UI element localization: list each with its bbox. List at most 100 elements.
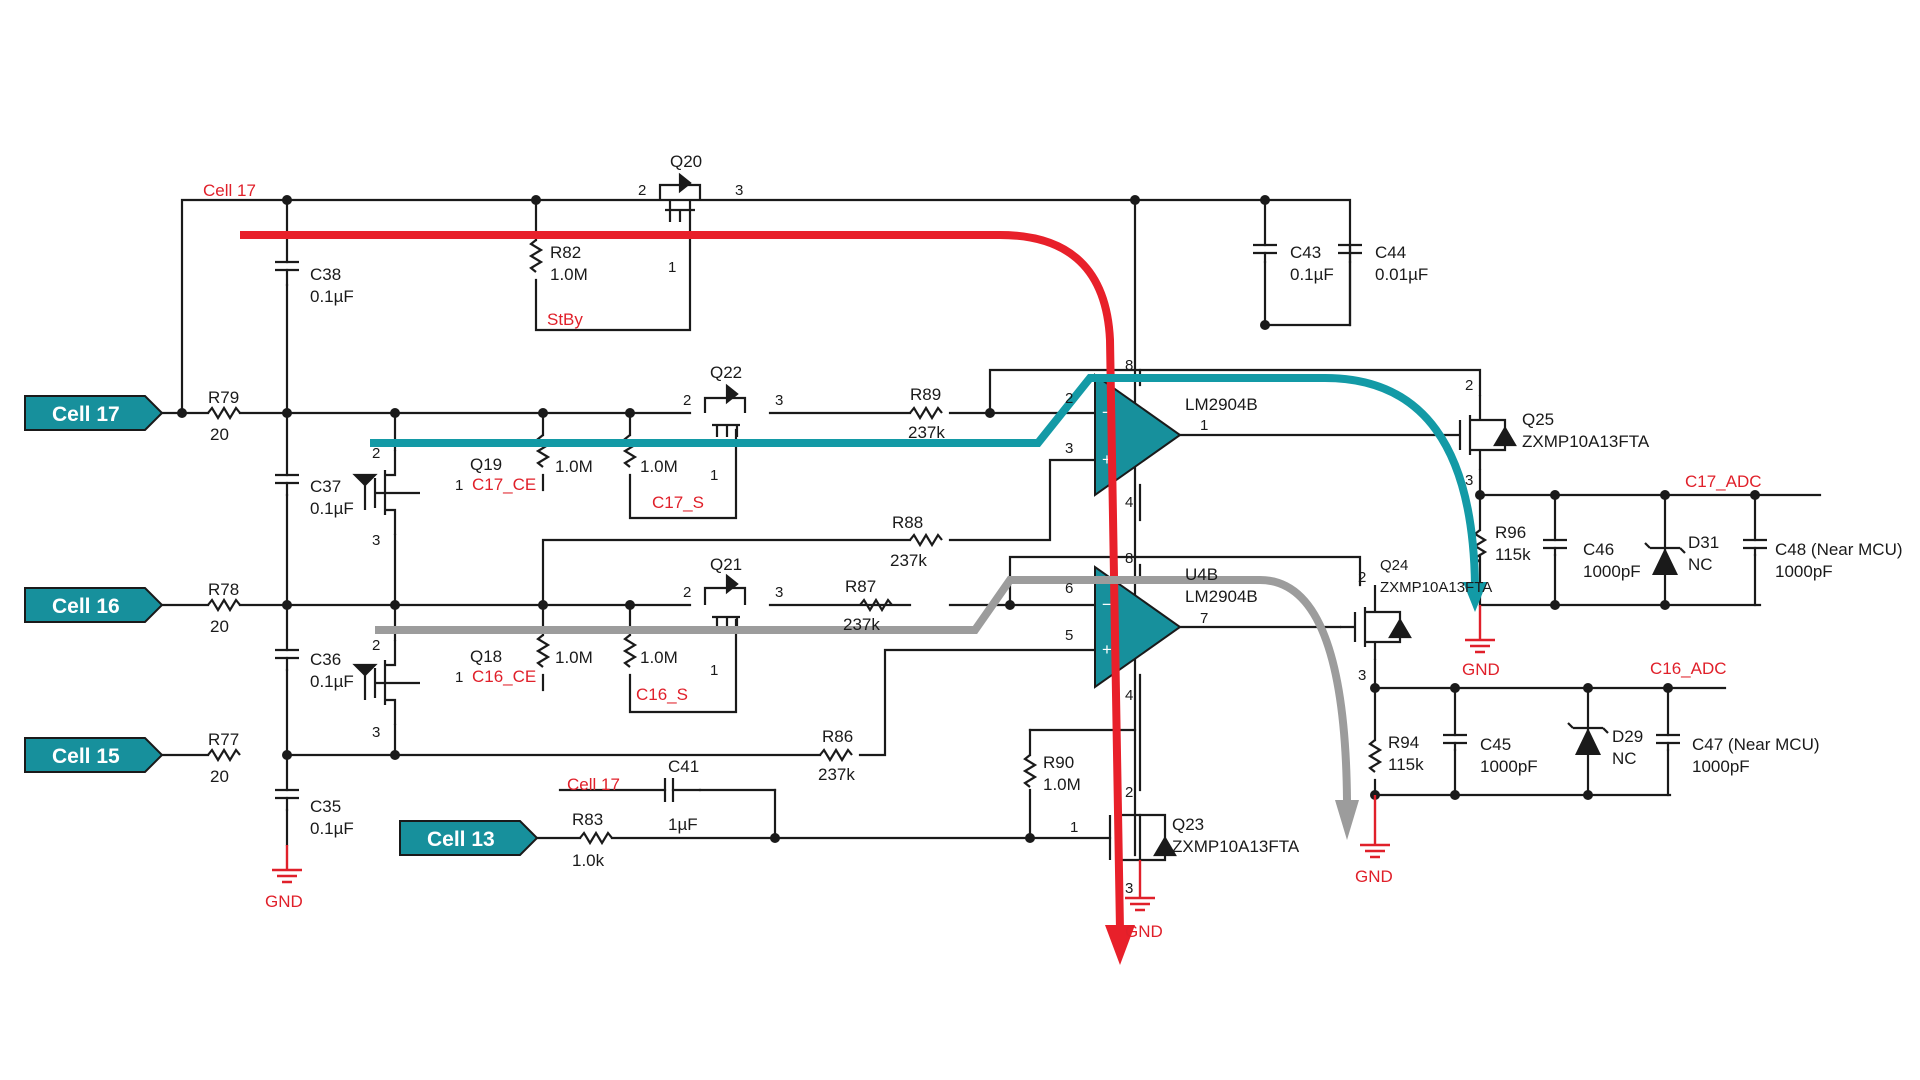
svg-text:2: 2 bbox=[1065, 390, 1073, 407]
svg-text:8: 8 bbox=[1125, 550, 1133, 567]
svg-text:ZXMP10A13FTA: ZXMP10A13FTA bbox=[1172, 837, 1300, 856]
svg-text:NC: NC bbox=[1612, 749, 1637, 768]
net-c16-s: C16_S bbox=[636, 685, 688, 704]
svg-text:Q23: Q23 bbox=[1172, 815, 1204, 834]
svg-text:Q18: Q18 bbox=[470, 647, 502, 666]
svg-text:+: + bbox=[1102, 450, 1112, 469]
zener-diodes bbox=[1567, 542, 1686, 755]
svg-text:2: 2 bbox=[1465, 377, 1473, 394]
svg-text:1.0M: 1.0M bbox=[555, 648, 593, 667]
svg-text:20: 20 bbox=[210, 425, 229, 444]
resistor-r90 bbox=[1023, 753, 1037, 789]
resistor-r79 bbox=[206, 406, 242, 420]
svg-text:3: 3 bbox=[372, 532, 380, 549]
svg-text:1.0M: 1.0M bbox=[640, 648, 678, 667]
svg-text:R86: R86 bbox=[822, 727, 853, 746]
svg-text:1: 1 bbox=[668, 259, 676, 276]
svg-text:R89: R89 bbox=[910, 385, 941, 404]
connector-cell13[interactable]: Cell 13 bbox=[399, 820, 539, 856]
svg-text:R96: R96 bbox=[1495, 523, 1526, 542]
svg-text:1000pF: 1000pF bbox=[1692, 757, 1750, 776]
svg-text:3: 3 bbox=[735, 182, 743, 199]
net-labels: Cell 17 StBy C17_CE C17_S C16_CE C16_S C… bbox=[203, 181, 1762, 941]
svg-text:2: 2 bbox=[683, 584, 691, 601]
svg-text:1: 1 bbox=[710, 467, 718, 484]
svg-text:R83: R83 bbox=[572, 810, 603, 829]
connector-cell16[interactable]: Cell 16 bbox=[24, 587, 164, 623]
resistor-r86 bbox=[818, 748, 854, 762]
resistor-r77 bbox=[206, 748, 242, 762]
junction-dots bbox=[177, 195, 1760, 843]
gnd-label-4: GND bbox=[1125, 922, 1163, 941]
svg-text:1: 1 bbox=[455, 669, 463, 686]
svg-text:C38: C38 bbox=[310, 265, 341, 284]
gnd-label-3: GND bbox=[1355, 867, 1393, 886]
svg-text:237k: 237k bbox=[908, 423, 945, 442]
svg-text:1000pF: 1000pF bbox=[1775, 562, 1833, 581]
svg-text:3: 3 bbox=[1465, 472, 1473, 489]
svg-text:Q25: Q25 bbox=[1522, 410, 1554, 429]
svg-text:C46: C46 bbox=[1583, 540, 1614, 559]
svg-text:5: 5 bbox=[1065, 627, 1073, 644]
transistors bbox=[352, 172, 1517, 865]
wires bbox=[158, 198, 1822, 862]
svg-text:C47 (Near MCU): C47 (Near MCU) bbox=[1692, 735, 1820, 754]
svg-text:2: 2 bbox=[683, 392, 691, 409]
svg-text:2: 2 bbox=[638, 182, 646, 199]
svg-text:Q21: Q21 bbox=[710, 555, 742, 574]
svg-text:NC: NC bbox=[1688, 555, 1713, 574]
svg-text:1.0M: 1.0M bbox=[555, 457, 593, 476]
connector-cell17[interactable]: Cell 17 bbox=[24, 395, 164, 431]
svg-text:LM2904B: LM2904B bbox=[1185, 587, 1258, 606]
svg-text:3: 3 bbox=[775, 392, 783, 409]
svg-text:C37: C37 bbox=[310, 477, 341, 496]
svg-text:0.1µF: 0.1µF bbox=[310, 819, 354, 838]
net-c16-adc: C16_ADC bbox=[1650, 659, 1727, 678]
net-c17-ce: C17_CE bbox=[472, 475, 536, 494]
net-stby: StBy bbox=[547, 310, 583, 329]
svg-text:1: 1 bbox=[455, 477, 463, 494]
svg-text:20: 20 bbox=[210, 767, 229, 786]
svg-text:LM2904B: LM2904B bbox=[1185, 395, 1258, 414]
connector-cell15[interactable]: Cell 15 bbox=[24, 737, 164, 773]
svg-text:Cell 17: Cell 17 bbox=[52, 403, 120, 426]
svg-text:C41: C41 bbox=[668, 757, 699, 776]
svg-text:R77: R77 bbox=[208, 730, 239, 749]
net-c17-adc: C17_ADC bbox=[1685, 472, 1762, 491]
svg-text:0.01µF: 0.01µF bbox=[1375, 265, 1428, 284]
svg-text:C45: C45 bbox=[1480, 735, 1511, 754]
svg-text:3: 3 bbox=[1125, 880, 1133, 897]
svg-text:3: 3 bbox=[1358, 667, 1366, 684]
capacitors bbox=[275, 243, 1767, 812]
svg-text:ZXMP10A13FTA: ZXMP10A13FTA bbox=[1380, 579, 1492, 596]
svg-text:1.0M: 1.0M bbox=[1043, 775, 1081, 794]
resistor-r80 bbox=[536, 633, 550, 669]
svg-text:−: − bbox=[1102, 403, 1112, 422]
svg-text:237k: 237k bbox=[818, 765, 855, 784]
svg-text:237k: 237k bbox=[890, 551, 927, 570]
svg-text:C36: C36 bbox=[310, 650, 341, 669]
svg-text:7: 7 bbox=[1200, 610, 1208, 627]
svg-text:ZXMP10A13FTA: ZXMP10A13FTA bbox=[1522, 432, 1650, 451]
svg-text:Cell 15: Cell 15 bbox=[52, 745, 120, 768]
svg-text:R79: R79 bbox=[208, 388, 239, 407]
svg-text:1.0M: 1.0M bbox=[550, 265, 588, 284]
resistor-r78 bbox=[206, 598, 242, 612]
svg-text:1: 1 bbox=[1070, 819, 1078, 836]
svg-text:0.1µF: 0.1µF bbox=[310, 287, 354, 306]
svg-text:2: 2 bbox=[1358, 569, 1366, 586]
svg-text:+: + bbox=[1102, 640, 1112, 659]
svg-text:6: 6 bbox=[1065, 580, 1073, 597]
svg-text:1.0k: 1.0k bbox=[572, 851, 605, 870]
svg-text:Q24: Q24 bbox=[1380, 557, 1408, 574]
svg-text:115k: 115k bbox=[1388, 755, 1424, 774]
svg-text:R78: R78 bbox=[208, 580, 239, 599]
svg-text:2: 2 bbox=[372, 637, 380, 654]
net-c17-s: C17_S bbox=[652, 493, 704, 512]
svg-text:C48 (Near MCU): C48 (Near MCU) bbox=[1775, 540, 1903, 559]
gray-current-path bbox=[375, 576, 1351, 801]
svg-text:R88: R88 bbox=[892, 513, 923, 532]
svg-text:−: − bbox=[1102, 595, 1112, 614]
svg-text:0.1µF: 0.1µF bbox=[1290, 265, 1334, 284]
